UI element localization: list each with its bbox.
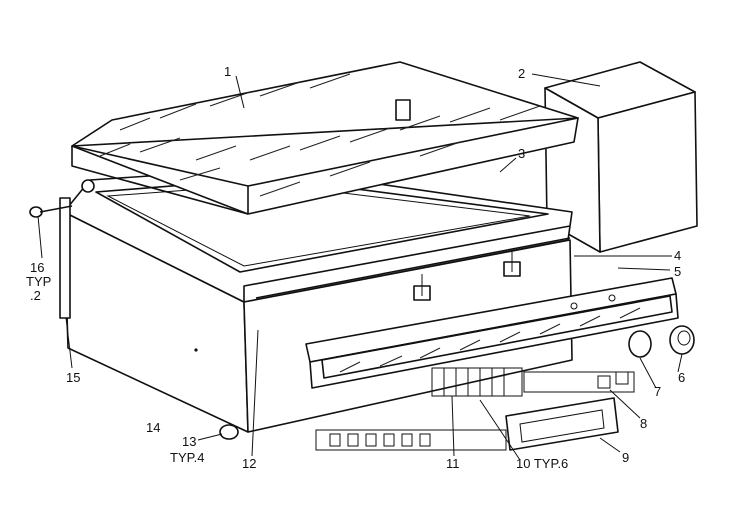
callout-16-typ: TYP — [26, 274, 51, 289]
part-pin — [29, 205, 73, 218]
callout-1: 1 — [224, 64, 231, 79]
callout-11: 11 — [446, 456, 460, 471]
callout-16: 16 — [30, 260, 44, 275]
callout-10: 10 TYP.6 — [516, 456, 568, 471]
part-main-body — [59, 167, 573, 440]
callout-3: 3 — [518, 146, 525, 161]
leader-lines — [37, 73, 683, 461]
part-glass-lid — [71, 61, 579, 215]
callout-4: 4 — [674, 248, 681, 263]
callout-7: 7 — [654, 384, 661, 399]
callout-13: 13 — [182, 434, 196, 449]
callout-5: 5 — [674, 264, 681, 279]
callout-12: 12 — [242, 456, 256, 471]
callout-14: 14 — [146, 420, 160, 435]
callout-15: 15 — [66, 370, 80, 385]
callout-6: 6 — [678, 370, 685, 385]
callout-13-typ: TYP.4 — [170, 450, 204, 465]
callout-8: 8 — [640, 416, 647, 431]
callout-labels: 1 2 3 4 5 6 7 8 9 10 TYP.6 11 12 13 TYP.… — [26, 64, 685, 471]
callout-16-count: .2 — [30, 288, 41, 303]
part-control-panel — [305, 250, 679, 451]
callout-2: 2 — [518, 66, 525, 81]
callout-9: 9 — [622, 450, 629, 465]
part-knobs — [628, 325, 695, 358]
